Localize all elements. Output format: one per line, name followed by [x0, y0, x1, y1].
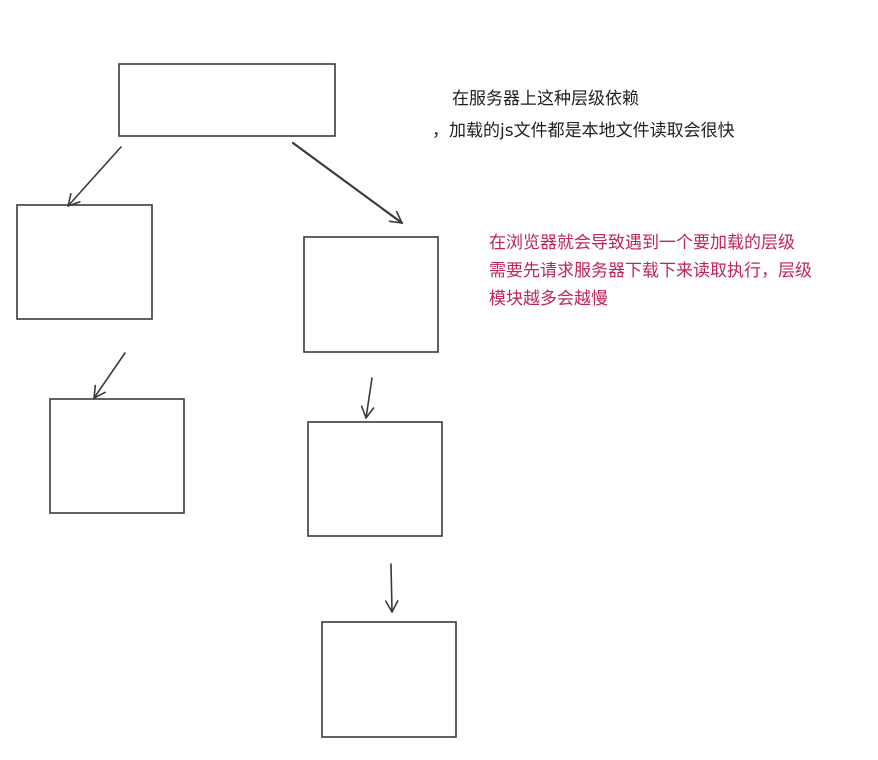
right-grandchild-module-box [307, 421, 443, 537]
browser-note-line-3: 模块越多会越慢 [489, 289, 608, 309]
right-great-grandchild-module-box [321, 621, 457, 738]
server-note: 在服务器上这种层级依赖 ，加载的js文件都是本地文件读取会很快 [432, 83, 735, 147]
arrow-right-grandchild-to-great-grandchild [384, 563, 399, 613]
browser-note-line-1: 在浏览器就会导致遇到一个要加载的层级 [489, 233, 795, 253]
right-child-module-box [303, 236, 439, 353]
server-note-line-1: 在服务器上这种层级依赖 [452, 89, 639, 109]
arrow-right-child-to-right-grandchild [360, 377, 375, 419]
arrow-left-child-to-left-grandchild [93, 352, 126, 399]
root-module-box [118, 63, 336, 137]
left-child-module-box [16, 204, 153, 320]
browser-note: 在浏览器就会导致遇到一个要加载的层级 需要先请求服务器下载下来读取执行，层级 模… [489, 229, 812, 313]
arrow-root-to-right-child [291, 141, 404, 225]
left-grandchild-module-box [49, 398, 185, 514]
server-note-line-2: ，加载的js文件都是本地文件读取会很快 [432, 121, 735, 141]
arrow-root-to-left-child [67, 146, 122, 207]
browser-note-line-2: 需要先请求服务器下载下来读取执行，层级 [489, 261, 812, 281]
